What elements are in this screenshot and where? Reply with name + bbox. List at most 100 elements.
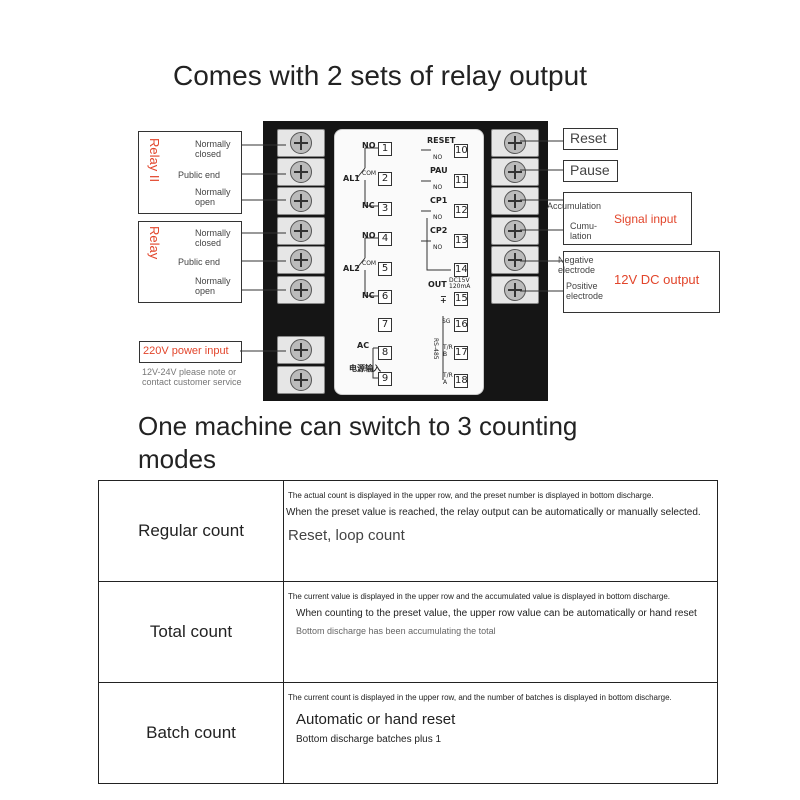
mode-name: Batch count (98, 682, 284, 784)
screw-icon (290, 279, 312, 301)
mode-description: The current value is displayed in the up… (283, 581, 718, 683)
pin-number: 4 (378, 232, 392, 246)
terminal-screw (277, 366, 325, 394)
terminal-screw (491, 217, 539, 245)
modes-heading: One machine can switch to 3 counting mod… (138, 411, 578, 474)
pin-number: 2 (378, 172, 392, 186)
sg-label: SG (442, 318, 451, 325)
out-spec: DC15V 120mA (449, 277, 471, 290)
screw-icon (290, 132, 312, 154)
cp2-no: NO (433, 244, 443, 251)
rs485-label: RS-485 (432, 338, 439, 360)
mode-description: The actual count is displayed in the upp… (283, 480, 718, 582)
al2-label: AL2 (343, 264, 360, 273)
cp1-pin-label: CP1 (430, 196, 448, 205)
relay2-box (138, 131, 242, 214)
dc-output-box (563, 251, 720, 313)
screw-icon (504, 249, 526, 271)
relay1-com: Public end (178, 257, 221, 267)
power-note: 12V-24V please note or contact customer … (142, 367, 242, 387)
signal-input-box (563, 192, 692, 245)
relay2-label: Relay II (147, 138, 162, 183)
terminal-screw (277, 187, 325, 215)
out-label: OUT (428, 280, 447, 289)
screw-icon (504, 161, 526, 183)
screw-icon (290, 339, 312, 361)
nc-label-2: NC (362, 291, 375, 300)
mode-name: Total count (98, 581, 284, 683)
cp2-pin-label: CP2 (430, 226, 448, 235)
nc-label-1: NC (362, 201, 375, 210)
pau-pin-label: PAU (430, 166, 448, 175)
ac-label: AC (357, 341, 370, 350)
mode-line2: Automatic or hand reset (296, 711, 456, 728)
mode-line2: When the preset value is reached, the re… (286, 507, 701, 518)
page-title: Comes with 2 sets of relay output (173, 60, 587, 91)
pin-number: 12 (454, 204, 468, 218)
terminal-screw (277, 217, 325, 245)
screw-icon (290, 220, 312, 242)
reset-no: NO (433, 154, 443, 161)
wiring-lines (356, 147, 451, 380)
relay1-nc: Normally closed (195, 228, 231, 248)
mode-line3: Reset, loop count (288, 527, 405, 544)
table-row: Batch count The current count is display… (98, 682, 718, 784)
pin-number: 5 (378, 262, 392, 276)
relay1-box (138, 221, 242, 303)
pin-number: 11 (454, 174, 468, 188)
screw-icon (290, 249, 312, 271)
reset-box (563, 128, 618, 150)
mode-description: The current count is displayed in the up… (283, 682, 718, 784)
reset-label: Reset (570, 130, 607, 146)
power-cn-label: 电源输入 (349, 364, 381, 373)
pin-number: 13 (454, 234, 468, 248)
trb-label: T/R B (443, 344, 453, 358)
cp1-no: NO (433, 214, 443, 221)
relay2-nc: Normally closed (195, 139, 231, 159)
relay2-com: Public end (178, 170, 221, 180)
relay2-no: Normally open (195, 187, 231, 207)
pin-number: 18 (454, 374, 468, 388)
table-row: Regular count The actual count is displa… (98, 480, 718, 582)
pin-number: 15 (454, 292, 468, 306)
pin-number: 7 (378, 318, 392, 332)
negative-label: Negative electrode (558, 255, 596, 275)
mode-name: Regular count (98, 480, 284, 582)
power-input-box (139, 341, 242, 363)
mode-line3: Bottom discharge has been accumulating t… (296, 626, 496, 636)
relay1-no: Normally open (195, 276, 231, 296)
pause-label: Pause (570, 162, 610, 178)
no-label-1: NO (362, 141, 376, 150)
screw-icon (504, 279, 526, 301)
terminal-screw (491, 276, 539, 304)
screw-icon (290, 369, 312, 391)
pau-no: NO (433, 184, 443, 191)
no-label-2: NO (362, 231, 376, 240)
pin-number: 16 (454, 318, 468, 332)
terminal-screw (277, 336, 325, 364)
dc-output-label: 12V DC output (614, 272, 700, 287)
pin-number: 6 (378, 290, 392, 304)
relay1-label: Relay (147, 226, 162, 260)
pin-number: 10 (454, 144, 468, 158)
table-row: Total count The current value is display… (98, 581, 718, 683)
pin-number: 14 (454, 263, 468, 277)
terminal-screw (491, 246, 539, 274)
wiring-plate (334, 129, 484, 395)
modes-table: Regular count The actual count is displa… (98, 480, 718, 784)
al1-label: AL1 (343, 174, 360, 183)
positive-label: Positive electrode (566, 281, 604, 301)
reset-pin-label: RESET (427, 136, 456, 145)
terminal-screw (277, 158, 325, 186)
terminal-screw (491, 187, 539, 215)
mode-line2: When counting to the preset value, the u… (296, 608, 697, 619)
power-input-label: 220V power input (143, 345, 229, 357)
screw-icon (504, 220, 526, 242)
mode-line1: The current value is displayed in the up… (288, 592, 670, 601)
out-minus: − (440, 292, 447, 301)
accumulation-label: Accumulation (547, 201, 602, 211)
mode-line1: The current count is displayed in the up… (288, 693, 672, 702)
com-label-2: COM (362, 260, 377, 267)
screw-icon (290, 161, 312, 183)
